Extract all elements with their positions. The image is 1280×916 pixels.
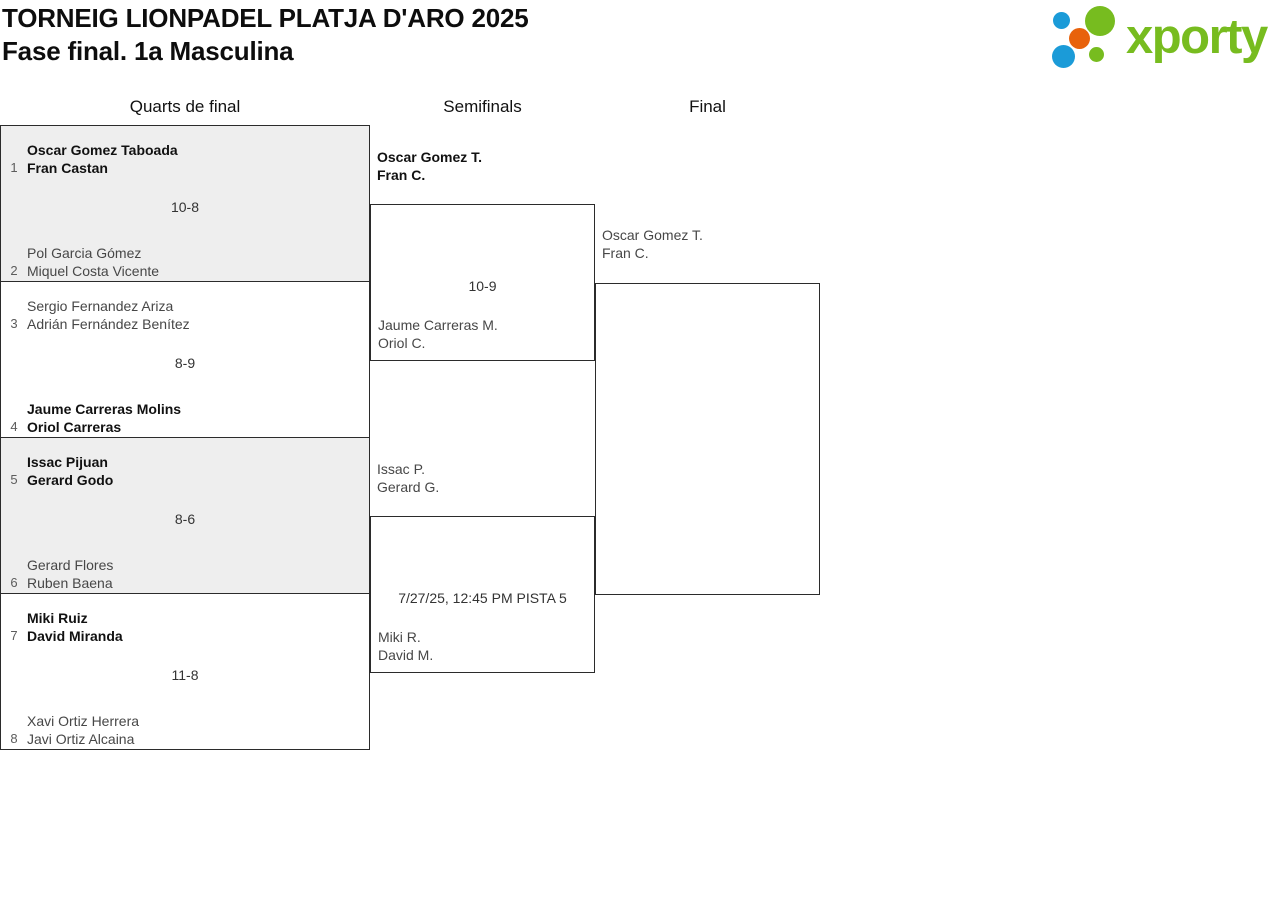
player-name: Gerard Flores xyxy=(27,557,114,573)
match-score: 11-8 xyxy=(171,667,199,683)
seed-number: 7 xyxy=(10,628,18,643)
player-name: Issac P. xyxy=(377,461,425,477)
player-name: Javi Ortiz Alcaina xyxy=(27,731,135,747)
round-header-quarterfinals: Quarts de final xyxy=(129,97,241,116)
team-row: 3 Sergio Fernandez Ariza Adrián Fernánde… xyxy=(1,293,369,333)
team-names: Issac Pijuan Gerard Godo xyxy=(27,453,113,489)
player-name: Oscar Gomez T. xyxy=(377,149,483,165)
team-names: Pol Garcia Gómez Miquel Costa Vicente xyxy=(27,244,159,280)
round-header-final: Final xyxy=(689,97,726,116)
player-name: Oriol Carreras xyxy=(27,419,122,435)
green-dot-icon xyxy=(1089,47,1104,62)
team-row: 8 Xavi Ortiz Herrera Javi Ortiz Alcaina xyxy=(1,708,369,748)
logo-dots-icon xyxy=(1052,6,1124,68)
match-final[interactable] xyxy=(595,283,820,595)
match-score: 8-6 xyxy=(174,511,196,527)
seed-number: 8 xyxy=(10,731,18,746)
player-name: Fran C. xyxy=(602,245,649,261)
team-names: Xavi Ortiz Herrera Javi Ortiz Alcaina xyxy=(27,712,139,748)
page-title: TORNEIG LIONPADEL PLATJA D'ARO 2025 Fase… xyxy=(2,2,529,68)
blue-dot-icon xyxy=(1052,45,1075,68)
player-name: David M. xyxy=(378,647,434,663)
match-score: 10-9 xyxy=(468,278,497,294)
player-name: Pol Garcia Gómez xyxy=(27,245,142,261)
logo-wordmark: xporty xyxy=(1126,10,1268,64)
player-name: Ruben Baena xyxy=(27,575,113,591)
blue-dot-icon xyxy=(1053,12,1070,29)
team-row: 4 Jaume Carreras Molins Oriol Carreras xyxy=(1,396,369,436)
team-names: Sergio Fernandez Ariza Adrián Fernández … xyxy=(27,297,190,333)
match-schedule: 7/27/25, 12:45 PM PISTA 5 xyxy=(398,590,567,606)
player-name: Fran C. xyxy=(377,167,426,183)
player-name: Sergio Fernandez Ariza xyxy=(27,298,174,314)
player-name: Miquel Costa Vicente xyxy=(27,263,160,279)
team-row: 5 Issac Pijuan Gerard Godo xyxy=(1,449,369,489)
round-header-semifinals: Semifinals xyxy=(443,97,522,116)
match-semifinal-2[interactable]: 7/27/25, 12:45 PM PISTA 5 Miki R. David … xyxy=(370,516,595,673)
match-score: 10-8 xyxy=(170,199,200,215)
team-row: 6 Gerard Flores Ruben Baena xyxy=(1,552,369,592)
tournament-title: TORNEIG LIONPADEL PLATJA D'ARO 2025 xyxy=(2,3,529,33)
team-names: Miki Ruiz David Miranda xyxy=(27,609,123,645)
seed-number: 6 xyxy=(10,575,18,590)
player-name: Jaume Carreras M. xyxy=(378,317,498,333)
match-quarterfinal-3[interactable]: 5 Issac Pijuan Gerard Godo 8-6 6 Gerard … xyxy=(0,437,370,594)
player-name: Adrián Fernández Benítez xyxy=(27,316,190,332)
seed-number: 1 xyxy=(10,160,18,175)
player-name: Oscar Gomez T. xyxy=(602,227,703,243)
player-name: Gerard G. xyxy=(377,479,440,495)
team-row: 2 Pol Garcia Gómez Miquel Costa Vicente xyxy=(1,240,369,280)
seed-number: 2 xyxy=(10,263,18,278)
player-name: Gerard Godo xyxy=(27,472,114,488)
player-name: Jaume Carreras Molins xyxy=(27,401,182,417)
team-names: Jaume Carreras Molins Oriol Carreras xyxy=(27,400,181,436)
orange-dot-icon xyxy=(1069,28,1090,49)
semifinal-2-bottom-team: Miki R. David M. xyxy=(378,628,433,664)
player-name: Oscar Gomez Taboada xyxy=(27,142,178,158)
seed-number: 5 xyxy=(10,472,18,487)
seed-number: 3 xyxy=(10,316,18,331)
semifinal-2-top-team: Issac P. Gerard G. xyxy=(377,460,439,496)
tournament-bracket: Quarts de final Semifinals Final 1 Oscar… xyxy=(0,88,1280,788)
match-semifinal-1[interactable]: 10-9 Jaume Carreras M. Oriol C. xyxy=(370,204,595,361)
xporty-logo[interactable]: xporty xyxy=(1052,4,1276,70)
page-header: TORNEIG LIONPADEL PLATJA D'ARO 2025 Fase… xyxy=(0,0,1280,78)
seed-number: 4 xyxy=(10,419,18,434)
match-score: 8-9 xyxy=(174,355,196,371)
final-top-team: Oscar Gomez T. Fran C. xyxy=(602,226,703,262)
match-quarterfinal-2[interactable]: 3 Sergio Fernandez Ariza Adrián Fernánde… xyxy=(0,281,370,438)
tournament-subtitle: Fase final. 1a Masculina xyxy=(2,36,294,66)
team-row: 1 Oscar Gomez Taboada Fran Castan xyxy=(1,137,369,177)
player-name: Oriol C. xyxy=(378,335,426,351)
match-quarterfinal-4[interactable]: 7 Miki Ruiz David Miranda 11-8 8 Xavi Or… xyxy=(0,593,370,750)
match-quarterfinal-1[interactable]: 1 Oscar Gomez Taboada Fran Castan 10-8 2… xyxy=(0,125,370,282)
semifinal-1-top-team: Oscar Gomez T. Fran C. xyxy=(377,148,482,184)
green-dot-icon xyxy=(1085,6,1115,36)
player-name: Issac Pijuan xyxy=(27,454,108,470)
player-name: Xavi Ortiz Herrera xyxy=(27,713,140,729)
player-name: David Miranda xyxy=(27,628,123,644)
player-name: Fran Castan xyxy=(27,160,108,176)
team-names: Oscar Gomez Taboada Fran Castan xyxy=(27,141,178,177)
semifinal-1-bottom-team: Jaume Carreras M. Oriol C. xyxy=(378,316,498,352)
player-name: Miki R. xyxy=(378,629,421,645)
player-name: Miki Ruiz xyxy=(27,610,88,626)
team-row: 7 Miki Ruiz David Miranda xyxy=(1,605,369,645)
team-names: Gerard Flores Ruben Baena xyxy=(27,556,113,592)
